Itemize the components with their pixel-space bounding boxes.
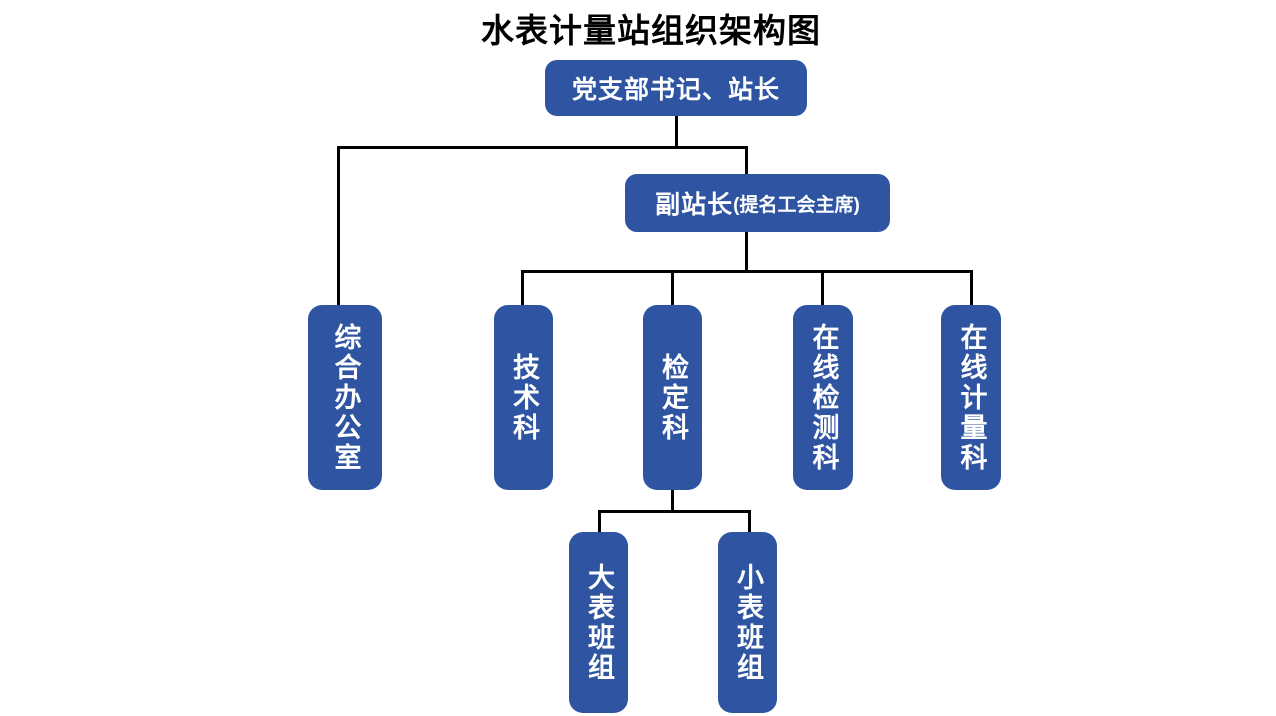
node-dept-technology: 技术科 [494, 305, 553, 490]
connector-teams-rail [598, 510, 751, 513]
node-label: 在线检测科 [808, 322, 839, 473]
node-label: 大表班组 [584, 562, 614, 683]
node-label: 技术科 [509, 352, 539, 443]
node-label-sub: (提名工会主席) [733, 194, 860, 216]
connector-verification-drop [671, 489, 674, 513]
connector-dept-online-test-in [821, 270, 824, 306]
node-label: 党支部书记、站长 [571, 76, 780, 104]
connector-team-small-in [748, 510, 751, 533]
node-deputy-station-chief: 副站长(提名工会主席) [625, 174, 890, 232]
connector-deputy-drop [745, 232, 748, 272]
node-dept-general-office: 综合办公室 [308, 305, 382, 490]
node-party-secretary-station-chief: 党支部书记、站长 [545, 60, 807, 116]
node-label: 检定科 [658, 352, 688, 443]
connector-root-drop [675, 115, 678, 149]
chart-title: 水表计量站组织架构图 [481, 12, 821, 49]
connector-level1-rail [337, 146, 748, 149]
node-dept-online-metering: 在线计量科 [941, 305, 1001, 490]
connector-team-large-in [598, 510, 601, 533]
connector-deputy-in [745, 146, 748, 176]
node-dept-verification: 检定科 [643, 305, 702, 490]
connector-office-drop [337, 146, 340, 307]
connector-dept-online-meter-in [970, 270, 973, 306]
node-dept-online-testing: 在线检测科 [793, 305, 853, 490]
node-label: 在线计量科 [956, 322, 987, 473]
connector-dept-tech-in [521, 270, 524, 306]
node-label-main: 副站长 [655, 191, 734, 219]
node-team-small-meter: 小表班组 [718, 532, 777, 713]
connector-departments-rail [521, 270, 973, 273]
connector-dept-verification-in [671, 270, 674, 306]
node-label: 综合办公室 [330, 322, 361, 473]
node-label: 小表班组 [733, 562, 763, 683]
node-team-large-meter: 大表班组 [569, 532, 628, 713]
